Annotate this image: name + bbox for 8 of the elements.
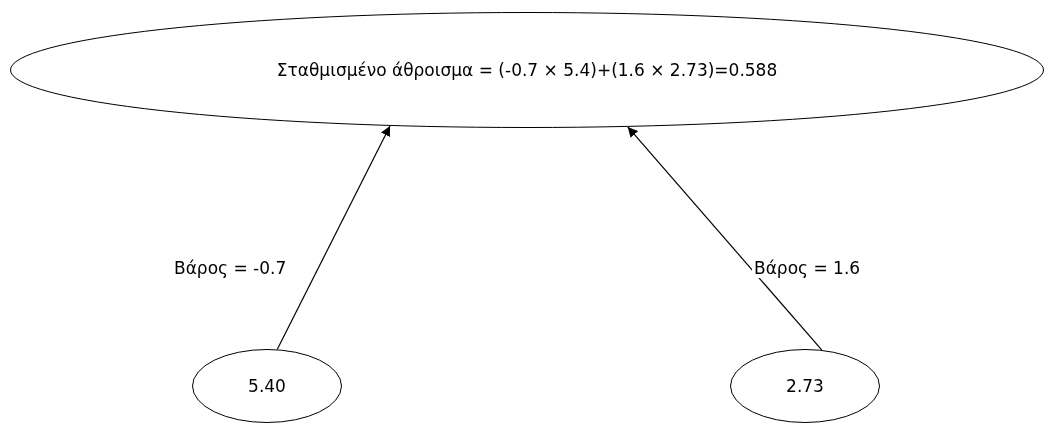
ellipse-node: [192, 349, 342, 423]
arrow: [276, 125, 391, 350]
node-text: 2.73: [786, 376, 824, 396]
node-text: Σταθμισμένο άθροισμα = (-0.7 × 5.4)+(1.6 × 2.73)=0.588: [276, 60, 778, 80]
node-text: 5.40: [248, 376, 286, 396]
arrow: [627, 126, 823, 351]
ellipse-node: [10, 12, 1044, 128]
ellipse-node: [730, 349, 880, 423]
